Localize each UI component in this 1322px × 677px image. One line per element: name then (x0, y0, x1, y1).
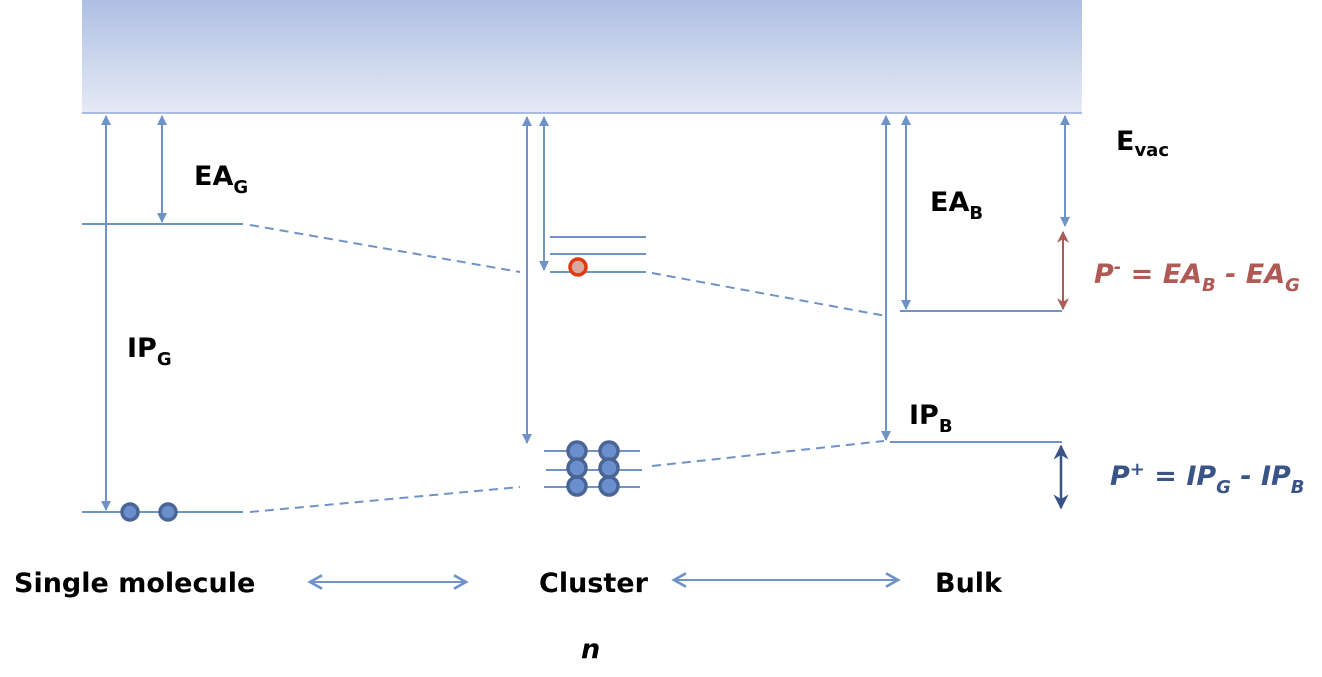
p-minus-equation: P- = EAB - EAG (1094, 257, 1300, 296)
electron-single-1 (120, 502, 140, 522)
ea-b-label: EAB (930, 187, 983, 224)
homo-trend-dashed-2 (651, 440, 885, 467)
ip-b-label: IPB (909, 400, 953, 437)
n-size-label: n (581, 634, 600, 665)
electron-cluster-6 (598, 475, 620, 497)
electron-cluster-5 (566, 475, 588, 497)
electron-single-2 (158, 502, 178, 522)
vacuum-continuum-band (82, 0, 1082, 113)
p-plus-equation: P+ = IPG - IPB (1110, 459, 1305, 498)
homo-trend-dashed-1 (249, 486, 521, 513)
ip-g-label: IPG (127, 333, 172, 370)
single-molecule-label: Single molecule (14, 568, 255, 599)
lumo-trend-dashed-1 (249, 224, 521, 273)
ea-g-label: EAG (194, 161, 248, 198)
excess-electron-cluster (568, 257, 588, 277)
lumo-trend-dashed-2 (651, 272, 887, 317)
electron-cluster-3 (566, 457, 588, 479)
electron-cluster-4 (598, 457, 620, 479)
bulk-label: Bulk (935, 568, 1003, 599)
cluster-label: Cluster (539, 568, 649, 599)
evac-label: Evac (1116, 126, 1169, 161)
